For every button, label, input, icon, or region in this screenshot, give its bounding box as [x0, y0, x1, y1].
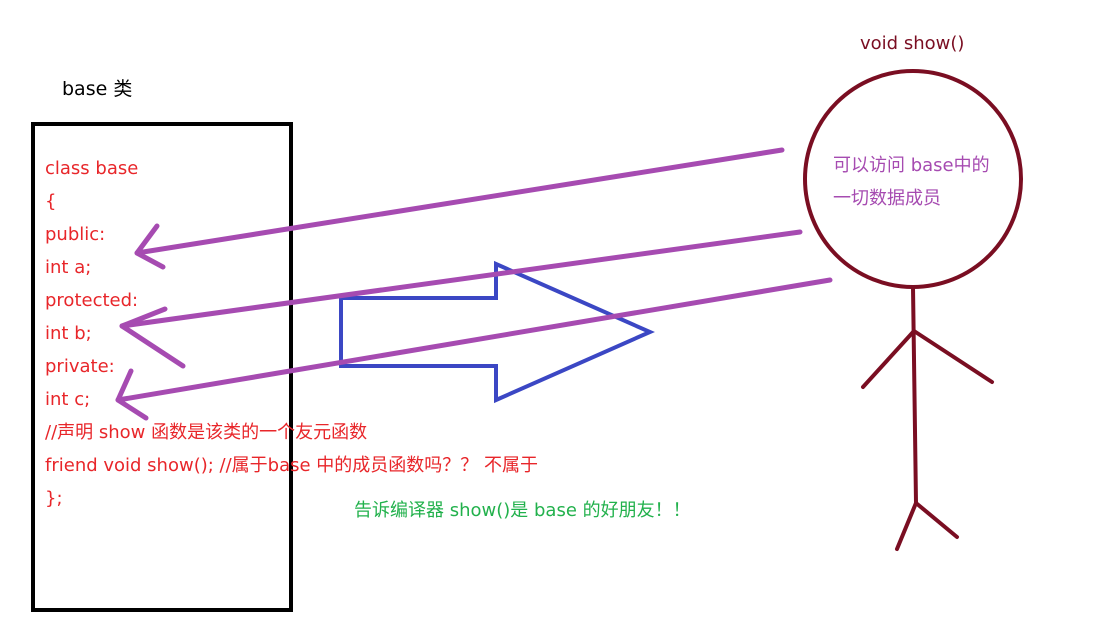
person-left-arm [861, 329, 916, 389]
person-body [911, 285, 918, 505]
code-line-public: public: [45, 224, 106, 245]
code-line-close-brace: }; [45, 488, 63, 509]
head-text-line-2: 一切数据成员 [833, 188, 941, 209]
big-right-arrow [339, 260, 655, 404]
code-line-protected: protected: [45, 290, 139, 311]
code-line-class-decl: class base [45, 158, 139, 179]
code-line-open-brace: { [45, 191, 57, 212]
access-arrow-to-public [134, 147, 785, 270]
code-line-int-b: int b; [45, 323, 92, 344]
class-title: base 类 [62, 78, 133, 100]
code-line-int-a: int a; [45, 257, 92, 278]
head-text-line-1: 可以访问 base中的 [833, 155, 990, 176]
code-line-comment: //声明 show 函数是该类的一个友元函数 [45, 422, 368, 443]
person-left-leg [895, 501, 918, 551]
person-right-leg [914, 501, 959, 539]
access-arrow-to-protected [119, 229, 803, 369]
code-line-friend: friend void show(); //属于base 中的成员函数吗？？ 不… [45, 455, 539, 476]
person-right-arm [912, 329, 994, 384]
code-line-int-c: int c; [45, 389, 91, 410]
person-figure [803, 69, 1023, 551]
person-head [803, 69, 1023, 289]
class-box [31, 122, 293, 612]
bottom-note: 告诉编译器 show()是 base 的好朋友！！ [354, 500, 691, 521]
access-arrow-to-private [115, 277, 833, 421]
code-line-private: private: [45, 356, 115, 377]
person-label: void show() [860, 33, 965, 54]
